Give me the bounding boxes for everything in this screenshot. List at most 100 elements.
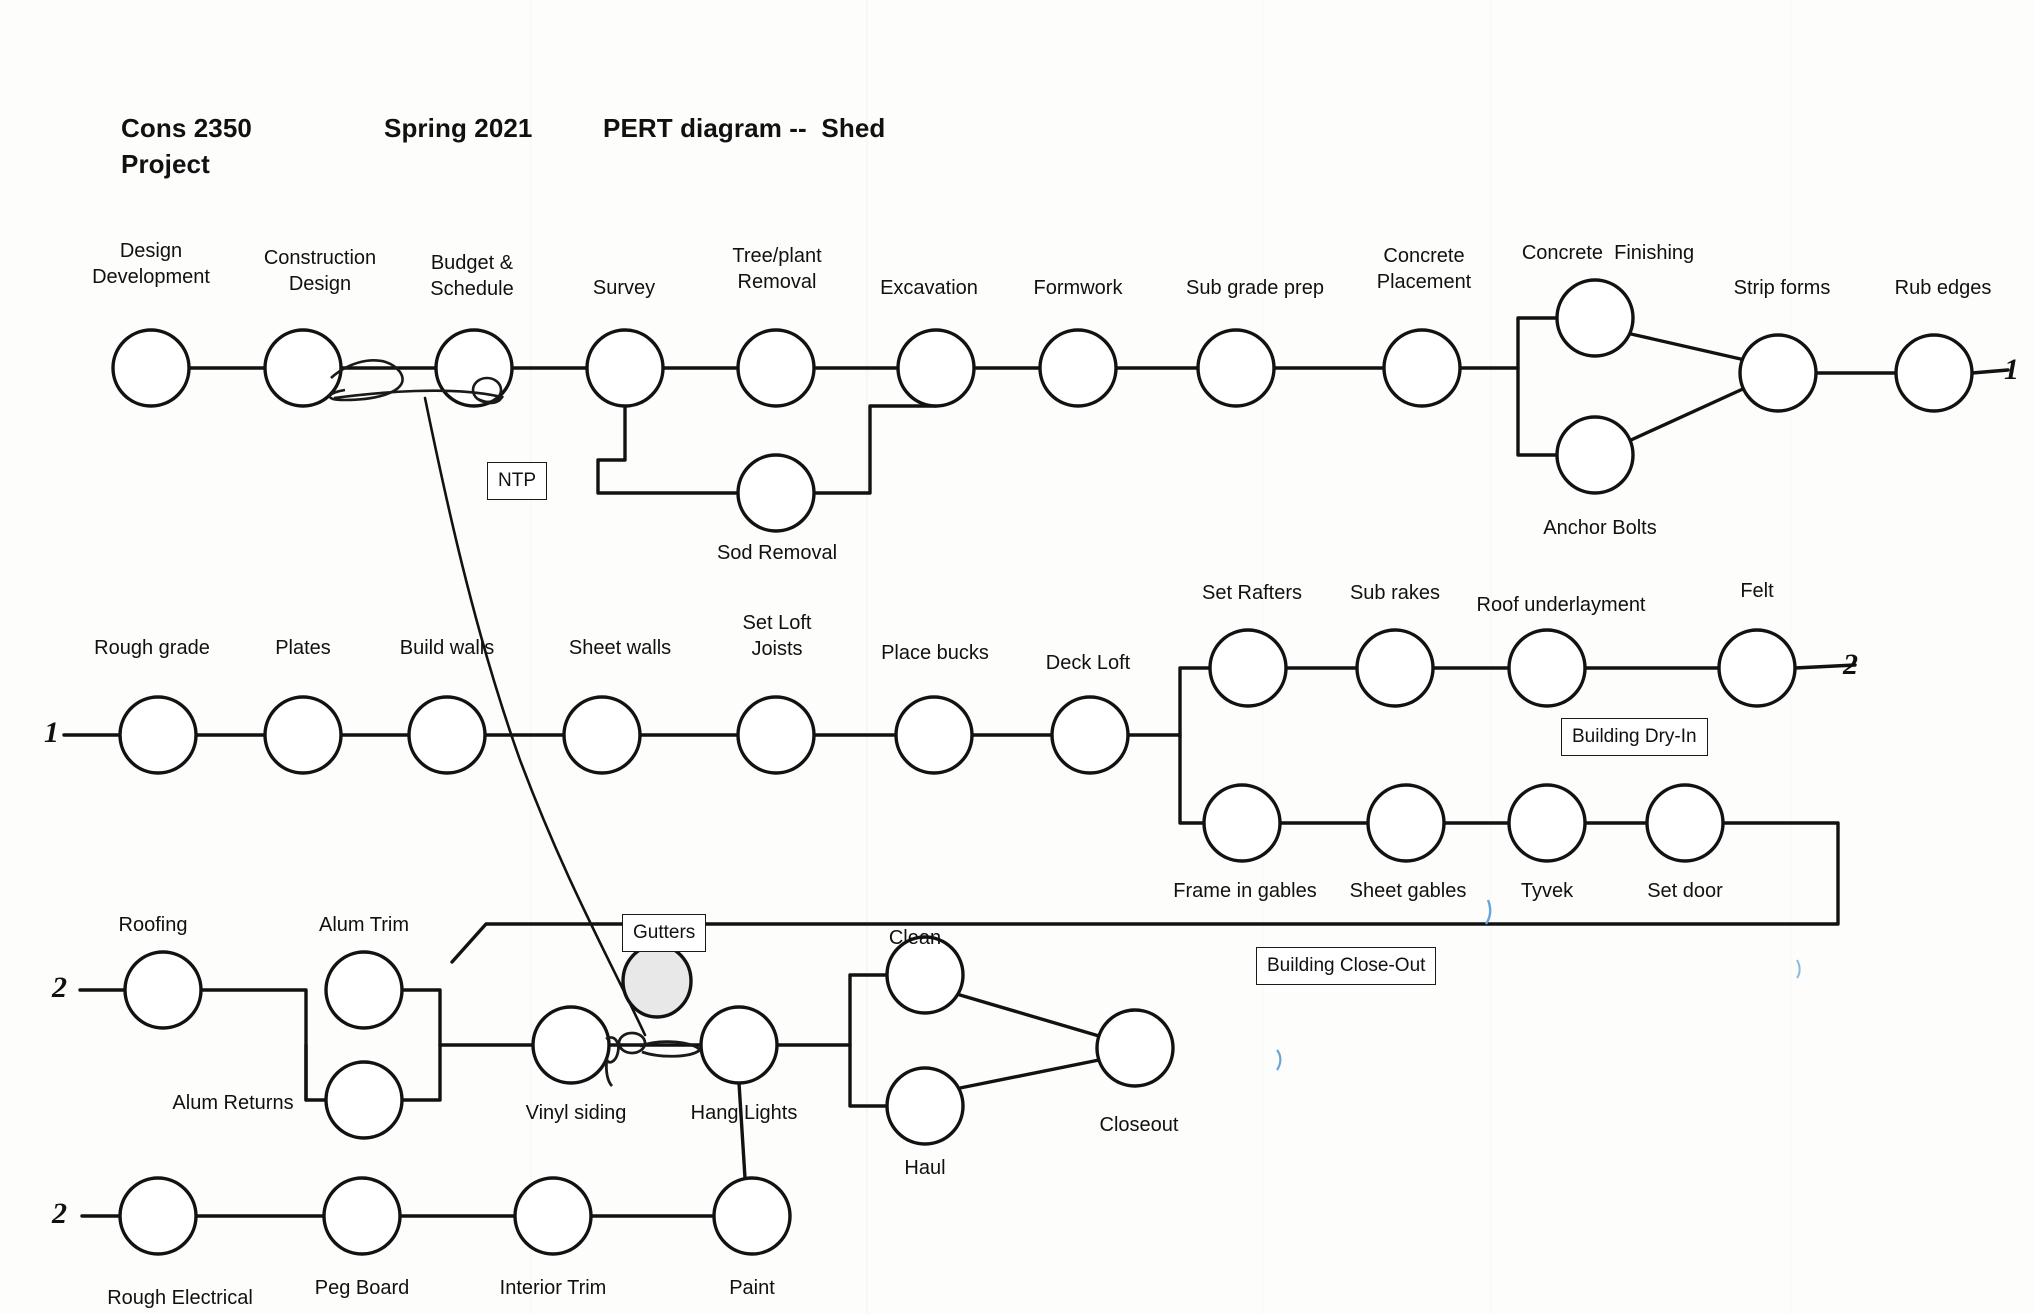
header-term: Spring 2021 [384,113,533,143]
node-label-haul: Haul [904,1157,946,1179]
node-sub-grade-prep[interactable] [1196,328,1276,408]
node-roofing[interactable] [123,950,203,1030]
edge-haul-to-closeout [958,1058,1101,1090]
node-paint[interactable] [712,1176,792,1256]
node-hang-lights[interactable] [699,1005,779,1085]
edge-concrete-placement-to-anchor-bolts [1516,366,1559,457]
node-budget-schedule[interactable] [434,328,514,408]
node-label-deck-loft: Deck Loft [1045,652,1131,674]
node-vinyl-siding[interactable] [531,1005,611,1085]
node-label-tyvek: Tyvek [1520,880,1574,902]
blue-ink-fleck [1484,899,1492,925]
pen-scribble [328,358,505,405]
node-label-interior-trim: Interior Trim [499,1277,607,1299]
node-plates[interactable] [263,695,343,775]
node-label-peg-board: Peg Board [314,1277,410,1299]
edge-felt-to-row2-out [1793,663,1857,670]
node-rub-edges[interactable] [1894,333,1974,413]
node-label-frame-in-gables: Frame in gables [1173,880,1317,902]
node-interior-trim[interactable] [513,1176,593,1256]
node-sheet-walls[interactable] [562,695,642,775]
node-haul[interactable] [885,1066,965,1146]
node-label-vinyl-siding: Vinyl siding [525,1102,627,1124]
node-clean[interactable] [885,935,965,1015]
node-label-roofing: Roofing [118,914,188,936]
node-label-felt: Felt [1740,580,1774,602]
edge-alum-returns-to-vinyl-siding [400,1043,442,1102]
node-label-strip-forms: Strip forms [1733,277,1831,299]
header-course: Cons 2350 [121,113,252,143]
node-label-set-door: Set door [1647,880,1723,902]
edge-hang-lights-to-haul [848,1043,889,1108]
tag-gutters[interactable]: Gutters [622,914,707,952]
node-tyvek[interactable] [1507,783,1587,863]
node-label-sod-removal: Sod Removal [716,542,838,564]
node-alum-returns[interactable] [324,1060,404,1140]
node-label-formwork: Formwork [1033,277,1123,299]
node-closeout[interactable] [1095,1008,1175,1088]
node-label-rub-edges: Rub edges [1894,277,1992,299]
edge-concrete-finishing-to-strip-forms [1629,332,1747,362]
tag-building-close-out[interactable]: Building Close-Out [1256,947,1437,985]
node-strip-forms[interactable] [1738,333,1818,413]
node-sod-removal[interactable] [736,453,816,533]
node-label-place-bucks: Place bucks [881,642,989,664]
node-set-door[interactable] [1645,783,1725,863]
node-anchor-bolts[interactable] [1555,415,1635,495]
node-label-roof-underlayment: Roof underlayment [1476,594,1646,616]
node-build-walls[interactable] [407,695,487,775]
node-alum-trim[interactable] [324,950,404,1030]
node-survey[interactable] [585,328,665,408]
node-label-concrete-finishing: Concrete Finishing [1521,242,1695,264]
node-design-development[interactable] [111,328,191,408]
header-project-word: Project [121,149,210,179]
node-place-bucks[interactable] [894,695,974,775]
node-label-set-rafters: Set Rafters [1201,582,1303,604]
node-formwork[interactable] [1038,328,1118,408]
node-label-sheet-walls: Sheet walls [568,637,672,659]
node-label-hang-lights: Hang Lights [690,1102,798,1124]
node-sub-rakes[interactable] [1355,628,1435,708]
node-roof-underlayment[interactable] [1507,628,1587,708]
edge-budget-to-gutters [423,396,647,1037]
node-peg-board[interactable] [322,1176,402,1256]
edge-deck-loft-to-set-rafters [1126,666,1212,737]
node-excavation[interactable] [896,328,976,408]
edge-hang-lights-to-clean [775,973,889,1047]
node-tree-plant-removal[interactable] [736,328,816,408]
node-label-plates: Plates [275,637,331,659]
node-label-paint: Paint [729,1277,775,1299]
edge-alum-trim-to-vinyl-siding [400,988,535,1047]
node-felt[interactable] [1717,628,1797,708]
edge-sod-removal-to-excavation [812,404,938,495]
node-label-rough-grade: Rough grade [94,637,210,659]
tag-building-dry-in[interactable]: Building Dry-In [1561,718,1708,756]
blue-ink-fleck [1276,1049,1282,1071]
node-set-rafters[interactable] [1208,628,1288,708]
node-sheet-gables[interactable] [1366,783,1446,863]
tag-ntp[interactable]: NTP [487,462,547,500]
node-construction-design[interactable] [263,328,343,408]
node-frame-in-gables[interactable] [1202,783,1282,863]
node-gutters[interactable] [621,943,693,1019]
node-deck-loft[interactable] [1050,695,1130,775]
node-label-closeout: Closeout [1099,1114,1179,1136]
node-label-anchor-bolts: Anchor Bolts [1543,517,1657,539]
node-rough-grade[interactable] [118,695,198,775]
node-label-rough-electrical: Rough Electrical [107,1287,253,1309]
node-set-loft-joists[interactable] [736,695,816,775]
node-label-sheet-gables: Sheet gables [1349,880,1467,902]
edge-paint-to-hang-lights [737,1081,747,1180]
connector-marker-row3-in: 2 [52,971,67,1004]
node-label-sub-rakes: Sub rakes [1349,582,1441,604]
node-concrete-placement[interactable] [1382,328,1462,408]
blue-ink-fleck [1796,959,1801,979]
node-concrete-finishing[interactable] [1555,278,1635,358]
node-label-alum-trim: Alum Trim [319,914,409,936]
node-rough-electrical[interactable] [118,1176,198,1256]
edge-anchor-bolts-to-strip-forms [1629,386,1747,442]
